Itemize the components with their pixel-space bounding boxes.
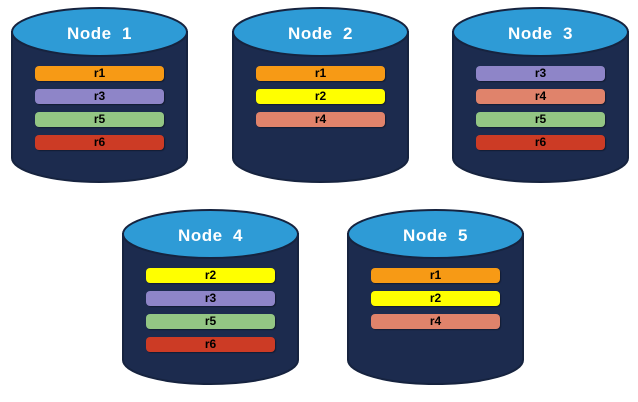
node-title: Node 4 [178,226,243,245]
replica-label: r2 [314,89,327,103]
replica-bar[interactable]: r1 [371,268,500,283]
replica-list: r2 r3 r5 r6 [120,268,301,360]
replica-label: r4 [314,112,327,126]
replica-list: r3 r4 r5 r6 [450,66,631,158]
replica-bar[interactable]: r4 [371,314,500,329]
replica-bar[interactable]: r3 [146,291,275,306]
replica-label: r6 [534,135,547,149]
replica-label: r5 [204,314,217,328]
replica-bar[interactable]: r6 [476,135,605,150]
replica-label: r2 [429,291,442,305]
replica-bar[interactable]: r5 [35,112,164,127]
replica-bar[interactable]: r4 [476,89,605,104]
replica-bar[interactable]: r5 [476,112,605,127]
replica-label: r3 [534,66,547,80]
database-node-5[interactable]: Node 5 r1 r2 r4 [345,208,526,393]
database-node-3[interactable]: Node 3 r3 r4 r5 r6 [450,6,631,191]
replica-bar[interactable]: r2 [256,89,385,104]
replica-label: r1 [429,268,442,282]
replica-label: r2 [204,268,217,282]
replica-label: r5 [534,112,547,126]
replica-bar[interactable]: r4 [256,112,385,127]
replica-list: r1 r2 r4 [345,268,526,337]
replica-label: r4 [429,314,442,328]
replica-label: r1 [93,66,106,80]
replica-list: r1 r3 r5 r6 [9,66,190,158]
cylinder-top [452,7,629,57]
node-title: Node 2 [288,24,353,43]
cylinder-top [232,7,409,57]
cylinder-top [11,7,188,57]
database-node-4[interactable]: Node 4 r2 r3 r5 r6 [120,208,301,393]
replica-label: r5 [93,112,106,126]
cylinder-top [122,209,299,259]
replica-bar[interactable]: r1 [256,66,385,81]
replica-bar[interactable]: r2 [146,268,275,283]
replica-label: r4 [534,89,547,103]
replica-label: r1 [314,66,327,80]
replica-bar[interactable]: r3 [476,66,605,81]
replica-label: r6 [204,337,217,351]
replica-label: r6 [93,135,106,149]
replica-label: r3 [93,89,106,103]
node-title: Node 3 [508,24,573,43]
replica-label: r3 [204,291,217,305]
replica-list: r1 r2 r4 [230,66,411,135]
replica-bar[interactable]: r2 [371,291,500,306]
cylinder-top [347,209,524,259]
database-node-2[interactable]: Node 2 r1 r2 r4 [230,6,411,191]
replica-bar[interactable]: r6 [35,135,164,150]
replica-bar[interactable]: r1 [35,66,164,81]
database-node-1[interactable]: Node 1 r1 r3 r5 r6 [9,6,190,191]
node-title: Node 5 [403,226,468,245]
replica-bar[interactable]: r6 [146,337,275,352]
replica-bar[interactable]: r5 [146,314,275,329]
replica-bar[interactable]: r3 [35,89,164,104]
node-title: Node 1 [67,24,132,43]
